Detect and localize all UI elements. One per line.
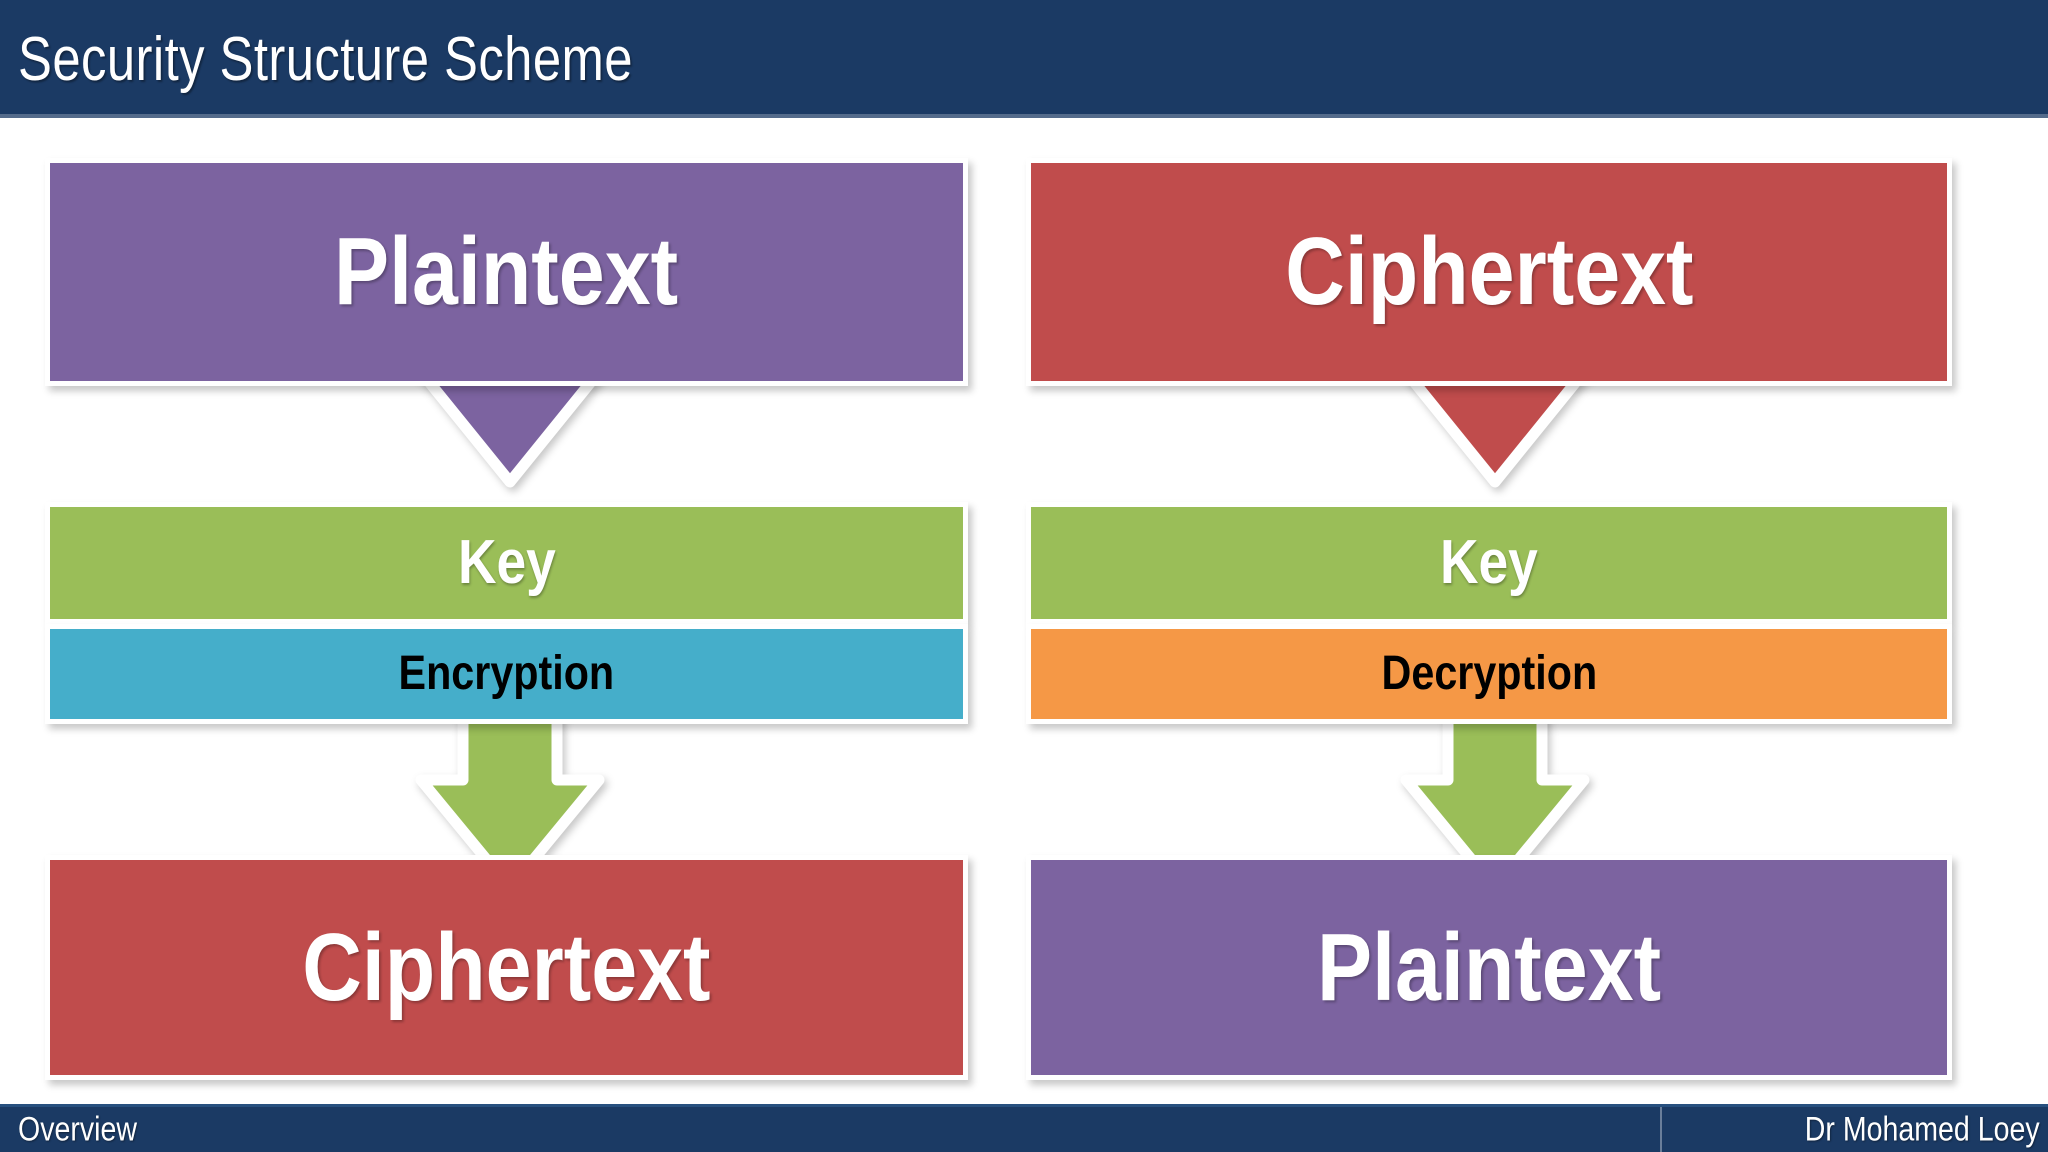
page-title: Security Structure Scheme (18, 24, 633, 94)
slide-footer-bar: Overview Dr Mohamed Loey (0, 1104, 2048, 1152)
box-label: Ciphertext (302, 913, 711, 1021)
box-label: Plaintext (1316, 913, 1662, 1021)
box-label: Key (457, 528, 556, 597)
footer-section-label: Overview (18, 1110, 138, 1148)
box-plaintext-left[interactable]: Plaintext (45, 158, 968, 386)
box-ciphertext-right[interactable]: Ciphertext (1026, 158, 1952, 386)
box-key-left[interactable]: Key (45, 502, 968, 624)
box-key-right[interactable]: Key (1026, 502, 1952, 624)
box-label: Decryption (1381, 647, 1597, 700)
box-label: Ciphertext (1284, 218, 1694, 325)
box-ciphertext-left[interactable]: Ciphertext (45, 855, 968, 1080)
box-label: Encryption (398, 647, 615, 700)
footer-divider (1660, 1107, 1662, 1152)
footer-author-label: Dr Mohamed Loey (1805, 1110, 2040, 1148)
slide-title-bar: Security Structure Scheme (0, 0, 2048, 118)
box-label: Plaintext (334, 218, 679, 325)
box-plaintext-right[interactable]: Plaintext (1026, 855, 1952, 1080)
box-label: Key (1440, 528, 1538, 597)
box-encryption[interactable]: Encryption (45, 624, 968, 724)
box-decryption[interactable]: Decryption (1026, 624, 1952, 724)
